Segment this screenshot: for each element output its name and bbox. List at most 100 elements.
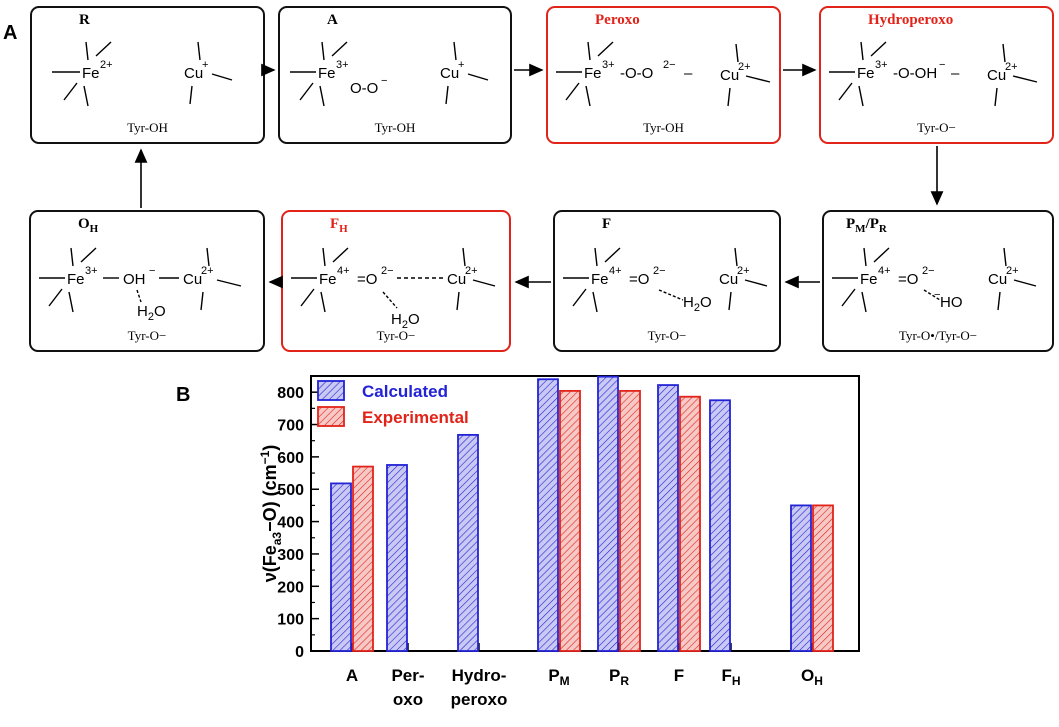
tyrosine-state: Tyr-O−: [376, 328, 416, 343]
bar-calculated-oh: [790, 504, 812, 652]
plot-frame: [310, 375, 860, 652]
fe-charge: 3+: [602, 59, 615, 71]
cu-charge: +: [458, 59, 464, 71]
bar-calculated-fh: [709, 399, 731, 652]
fe-charge: 3+: [875, 59, 888, 71]
cu-label: Cu: [184, 65, 203, 82]
bar-experimental-a: [352, 465, 374, 652]
cu-charge: 2+: [1006, 265, 1019, 277]
cu-label: Cu: [183, 271, 202, 288]
fe-label: Fe: [860, 271, 878, 288]
x-tick-label: F: [674, 666, 684, 685]
fe-label: Fe: [67, 271, 85, 288]
fe-cu-center-hydroperoxo: Fe 3+ -O-OH − – Cu 2+: [829, 41, 1038, 107]
y-tick-label: 400: [277, 515, 304, 532]
bar-calculated-pm: [537, 378, 559, 652]
y-tick-label: 100: [277, 612, 304, 629]
x-tick-label: PM: [548, 666, 569, 688]
state-box-fh: FH Fe 4+ =O 2− H2O Cu 2+ Tyr-O−: [281, 210, 511, 352]
fe-cu-center-a: Fe 3+ O-O − Cu +: [290, 41, 489, 107]
state-title: A: [327, 12, 338, 28]
peroxo-bridge: -O-O: [620, 65, 653, 82]
bridge-dash: –: [951, 65, 960, 82]
bar-calculated-f: [657, 384, 679, 652]
fe-charge: 3+: [85, 265, 98, 277]
state-box-pm-pr: PM/PR Fe 4+ =O 2− HO − Cu 2+ Tyr-O•/Tyr-…: [822, 210, 1054, 352]
oxo-ligand: =O: [357, 271, 377, 288]
superoxo-ligand: O-O: [350, 80, 378, 97]
hydroxide-charge: −: [149, 265, 155, 277]
bar-experimental-f: [679, 395, 701, 652]
state-box-hydroperoxo: Hydroperoxo Fe 3+ -O-OH − – Cu 2+ Tyr-O−: [819, 6, 1054, 144]
tyrosine-state: Tyr-OH: [127, 120, 168, 135]
fe-charge: 3+: [336, 59, 349, 71]
bar-experimental-pm: [559, 389, 581, 652]
y-tick-label: 800: [277, 385, 304, 402]
y-tick-label: 0: [295, 644, 304, 661]
tyrosine-state: Tyr-O−: [917, 120, 956, 135]
cu-charge: +: [202, 59, 208, 71]
y-tick-label: 500: [277, 482, 304, 499]
bar-calculated-per-oxo: [386, 464, 408, 652]
cu-label: Cu: [719, 271, 738, 288]
x-tick-label: Hydro-: [452, 666, 507, 685]
state-title: F: [602, 216, 612, 232]
legend-swatch-calculated: [317, 380, 345, 401]
fe-label: Fe: [584, 65, 602, 82]
bar-calculated-hydro-peroxo: [457, 433, 479, 652]
tyrosine-state: Tyr-OH: [374, 120, 416, 135]
oxo-ligand: =O: [629, 271, 649, 288]
state-box-a: A Fe 3+ O-O − Cu + Tyr-OH: [278, 6, 512, 144]
y-tick-label: 700: [277, 418, 304, 435]
panel-a-label: A: [3, 22, 18, 44]
tyrosine-state: Tyr-O•/Tyr-O−: [898, 328, 978, 343]
panel-b-label: B: [176, 384, 191, 406]
fe-label: Fe: [319, 271, 337, 288]
state-box-peroxo: Peroxo Fe 3+ -O-O 2− – Cu 2+ Tyr-OH: [546, 6, 781, 144]
fe-charge: 4+: [337, 265, 350, 277]
tyrosine-state: Tyr-O−: [647, 328, 687, 343]
state-box-oh: OH Fe 3+ OH − H2O Cu 2+ Tyr-O−: [29, 210, 265, 352]
cu-charge: 2+: [201, 265, 214, 277]
bridge-dash: –: [684, 65, 693, 82]
water-ligand: H2O: [391, 311, 420, 331]
bar-calculated-a: [330, 482, 352, 652]
cu-charge: 2+: [1005, 61, 1018, 73]
state-box-r: R Fe 2+ Cu + Tyr-OH: [30, 6, 265, 144]
x-tick-label: Per-: [391, 666, 424, 685]
x-tick-label: peroxo: [451, 690, 508, 709]
hydroxide-charge: −: [934, 289, 940, 301]
y-axis-label: ν(Fea3−O) (cm−1): [258, 445, 284, 583]
oxo-ligand: =O: [898, 271, 918, 288]
state-title: FH: [330, 216, 348, 235]
state-title: R: [79, 12, 90, 28]
fe-charge: 4+: [878, 265, 891, 277]
tyrosine-state: Tyr-OH: [643, 120, 684, 135]
fe-cu-center-r: Fe 2+ Cu +: [52, 41, 233, 107]
fe-charge: 2+: [100, 59, 113, 71]
water-ligand: H2O: [137, 303, 166, 323]
state-title: Hydroperoxo: [868, 12, 954, 28]
oxo-charge: 2−: [653, 265, 666, 277]
fe-cu-center-oh: Fe 3+ OH − H2O Cu 2+: [39, 247, 242, 323]
x-tick-label: OH: [801, 666, 823, 688]
cu-label: Cu: [988, 271, 1007, 288]
cu-charge: 2+: [465, 265, 478, 277]
cu-charge: 2+: [737, 265, 750, 277]
y-tick-label: 600: [277, 450, 304, 467]
peroxo-charge: 2−: [663, 59, 676, 71]
superoxo-charge: −: [381, 75, 387, 87]
hydroxide-ligand: OH: [123, 271, 146, 288]
fe-cu-center-fh: Fe 4+ =O 2− H2O Cu 2+: [291, 247, 496, 331]
hydroperoxo-bridge: -O-OH: [893, 65, 937, 82]
fe-cu-center-peroxo: Fe 3+ -O-O 2− – Cu 2+: [556, 41, 771, 107]
tyrosine-state: Tyr-O−: [127, 328, 167, 343]
water-ligand: H2O: [683, 294, 712, 314]
fe-label: Fe: [591, 271, 609, 288]
oxo-charge: 2−: [922, 265, 935, 277]
cu-charge: 2+: [738, 61, 751, 73]
legend-label-calculated: Calculated: [362, 382, 448, 401]
x-tick-label: A: [346, 666, 358, 685]
x-tick-label: FH: [721, 666, 740, 688]
